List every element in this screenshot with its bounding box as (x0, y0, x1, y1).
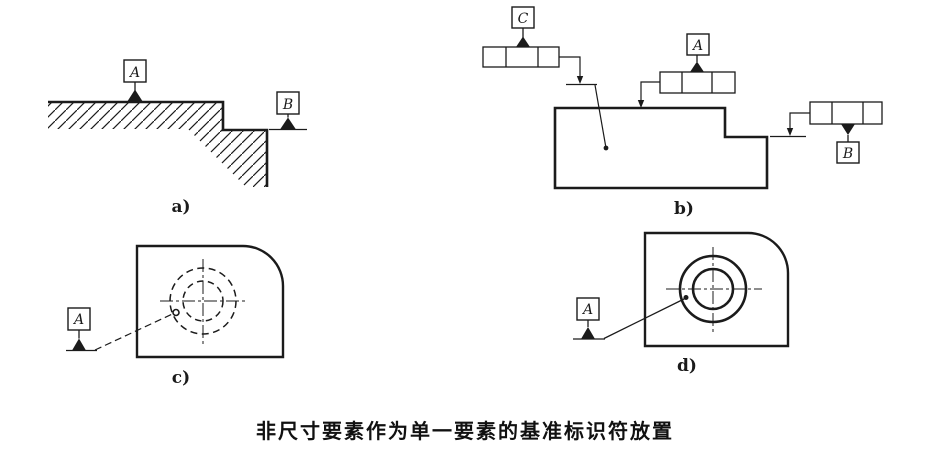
datum-triangle-icon (581, 327, 595, 339)
datum-triangle-icon (280, 117, 296, 130)
datum-symbol-a: A (123, 59, 147, 102)
datum-c-assembly: C (482, 6, 609, 151)
leader-line (603, 297, 686, 340)
part-outline (135, 244, 285, 359)
figure-b: C A (482, 6, 883, 219)
tolerance-frame (809, 101, 883, 125)
datum-letter: B (842, 146, 853, 162)
datum-symbol-a: A (573, 297, 605, 340)
leader-line (559, 56, 581, 77)
arrowhead-icon (576, 76, 584, 84)
part-outline (643, 231, 790, 348)
datum-letter-box (836, 141, 860, 164)
part-outline (553, 106, 769, 190)
datum-letter-box (67, 307, 91, 331)
datum-letter-box (123, 59, 147, 83)
datum-letter: A (581, 302, 593, 318)
leader-termination-circle (172, 308, 180, 317)
tolerance-frame (659, 71, 736, 94)
datum-triangle-icon (127, 89, 143, 102)
figure-a: A B a) (48, 59, 307, 217)
datum-symbol-a: A (66, 307, 97, 352)
datum-letter-box (686, 33, 710, 56)
datum-letter: A (72, 312, 84, 328)
leader-termination-dot (683, 295, 689, 300)
datum-triangle-icon (72, 338, 86, 351)
leader-line (789, 112, 810, 129)
datum-letter: C (518, 11, 529, 27)
figure-d: A d) (573, 231, 790, 376)
slant-reference-line (594, 84, 607, 149)
datum-letter: A (128, 65, 140, 81)
datum-letter: B (282, 97, 293, 113)
figure-c: A c) (66, 244, 285, 388)
figure-b-label: b) (674, 199, 694, 219)
arrowhead-icon (786, 128, 794, 136)
tolerance-frame (482, 46, 560, 68)
section-hatch-region (48, 102, 267, 187)
figure-caption: 非尺寸要素作为单一要素的基准标识符放置 (256, 419, 674, 443)
datum-triangle-icon (516, 36, 530, 47)
part-profile (48, 100, 269, 187)
datum-triangle-icon (841, 124, 855, 135)
datum-letter: A (691, 38, 703, 54)
leader-line (640, 81, 660, 101)
datum-letter-box (576, 297, 600, 321)
arrowhead-icon (637, 100, 645, 108)
figure-d-label: d) (677, 356, 697, 376)
datum-letter-box (276, 91, 300, 115)
dashed-leader-line (94, 312, 174, 351)
termination-dot (603, 145, 609, 151)
datum-symbol-b: B (269, 91, 307, 131)
figure-a-label: a) (171, 197, 190, 217)
figure-c-label: c) (172, 368, 190, 388)
datum-a-assembly: A (637, 33, 736, 108)
datum-triangle-icon (690, 61, 704, 72)
datum-b-assembly: B (770, 101, 883, 164)
